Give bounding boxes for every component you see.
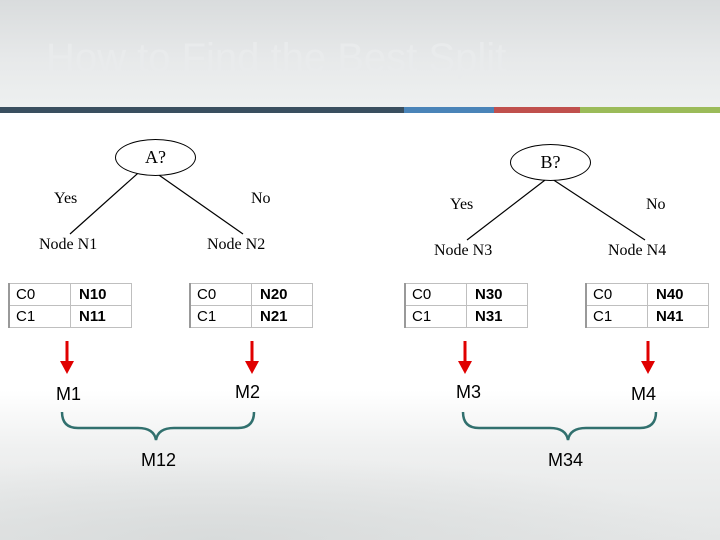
class-label: C0 <box>585 283 648 306</box>
class-label: C0 <box>404 283 467 306</box>
count-table-n2: C0 N20 C1 N21 <box>189 283 313 328</box>
branch-label-b-no: No <box>646 196 666 213</box>
node-label-n2: Node N2 <box>207 236 266 253</box>
table-row: C0 N40 <box>585 283 709 306</box>
count-value: N20 <box>251 283 313 306</box>
combined-measure-m12: M12 <box>141 450 177 470</box>
count-value: N41 <box>647 305 709 328</box>
class-label: C1 <box>189 305 252 328</box>
accent-strip-4 <box>580 107 720 113</box>
accent-strip-2 <box>404 107 494 113</box>
split-question-b: B? <box>510 144 591 181</box>
arrow-m3 <box>458 341 472 374</box>
class-label: C1 <box>8 305 71 328</box>
table-row: C0 N10 <box>8 283 132 306</box>
table-row: C1 N41 <box>585 305 709 328</box>
node-label-n1: Node N1 <box>39 236 98 253</box>
table-row: C1 N31 <box>404 305 528 328</box>
table-row: C0 N20 <box>189 283 313 306</box>
count-table-n1: C0 N10 C1 N11 <box>8 283 132 328</box>
node-label-n4: Node N4 <box>608 242 667 259</box>
count-value: N30 <box>466 283 528 306</box>
branch-label-a-yes: Yes <box>54 190 78 207</box>
count-table-n3: C0 N30 C1 N31 <box>404 283 528 328</box>
arrow-m2 <box>245 341 259 374</box>
measure-m4: M4 <box>631 384 657 404</box>
branch-label-a-no: No <box>251 190 271 207</box>
branch-line-b-yes <box>466 176 550 241</box>
table-row: C1 N21 <box>189 305 313 328</box>
count-value: N40 <box>647 283 709 306</box>
class-label: C0 <box>189 283 252 306</box>
accent-strip-3 <box>494 107 580 113</box>
count-table-n4: C0 N40 C1 N41 <box>585 283 709 328</box>
class-label: C0 <box>8 283 71 306</box>
branch-line-b-no <box>548 176 646 241</box>
count-value: N21 <box>251 305 313 328</box>
branch-line-a-yes <box>69 165 147 235</box>
branch-label-b-yes: Yes <box>450 196 474 213</box>
class-label: C1 <box>404 305 467 328</box>
arrow-m1 <box>60 341 74 374</box>
measure-m3: M3 <box>456 382 482 402</box>
brace-m12 <box>60 411 256 441</box>
count-value: N31 <box>466 305 528 328</box>
measure-m1: M1 <box>56 384 82 404</box>
slide-title: How to Find the Best Split <box>46 36 507 80</box>
background-hills <box>0 455 720 540</box>
node-label-n3: Node N3 <box>434 242 493 259</box>
branch-line-a-no <box>145 165 244 235</box>
accent-strip-1 <box>0 107 404 113</box>
arrow-m4 <box>641 341 655 374</box>
split-question-a: A? <box>115 139 196 176</box>
count-value: N11 <box>70 305 132 328</box>
slide-header: How to Find the Best Split <box>0 0 720 108</box>
class-label: C1 <box>585 305 648 328</box>
table-row: C1 N11 <box>8 305 132 328</box>
measure-m2: M2 <box>235 382 261 402</box>
brace-m34 <box>461 411 658 441</box>
combined-measure-m34: M34 <box>548 450 584 470</box>
count-value: N10 <box>70 283 132 306</box>
table-row: C0 N30 <box>404 283 528 306</box>
